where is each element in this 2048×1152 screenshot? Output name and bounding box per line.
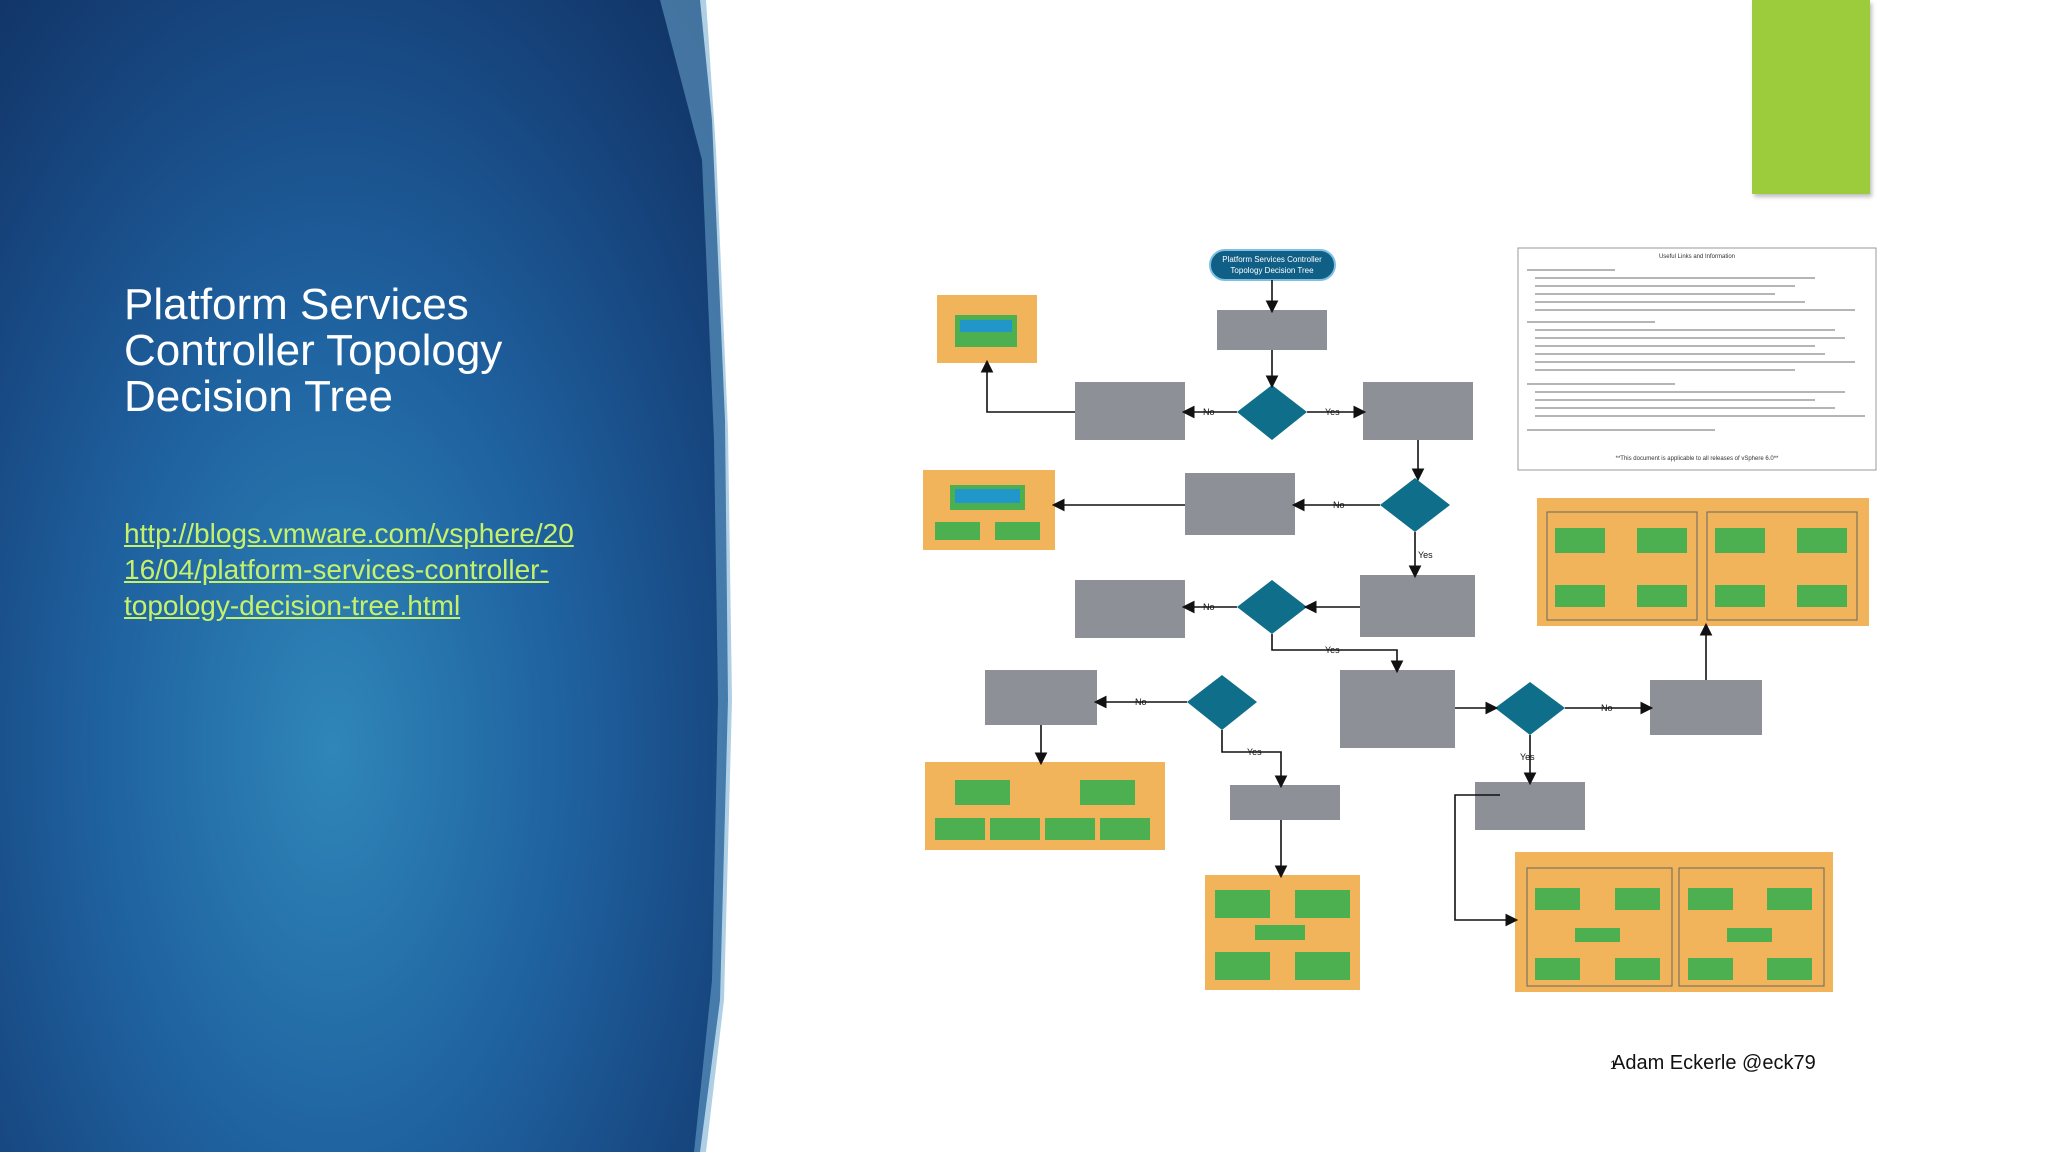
title-line: Platform Services (124, 280, 469, 329)
slide-number: 1 (1610, 1058, 1617, 1072)
footer-author: Adam Eckerle @eck79 (1612, 1052, 1816, 1074)
no-label: No (1203, 602, 1215, 612)
process-box (1360, 575, 1475, 637)
no-label: No (1601, 703, 1613, 713)
process-box (1075, 382, 1185, 440)
yes-label: Yes (1325, 407, 1340, 417)
decision-diamond (1187, 675, 1257, 730)
no-label: No (1203, 407, 1215, 417)
process-box-group (985, 310, 1762, 830)
process-box (985, 670, 1097, 725)
decision-diamond (1380, 478, 1450, 532)
process-box (1230, 785, 1340, 820)
process-box (1650, 680, 1762, 735)
title-panel (0, 0, 728, 1152)
yes-label: Yes (1418, 550, 1433, 560)
yes-label: Yes (1520, 752, 1535, 762)
link-line[interactable]: topology-decision-tree.html (124, 590, 461, 621)
decision-diamond (1237, 580, 1307, 634)
component-group (935, 315, 1858, 987)
link-line[interactable]: 16/04/platform-services-controller- (124, 554, 549, 585)
start-label: Platform Services Controller (1222, 255, 1322, 264)
decision-diamond (1237, 385, 1307, 440)
title-line: Controller Topology (124, 326, 503, 375)
yes-label: Yes (1325, 645, 1340, 655)
blog-link[interactable]: http://blogs.vmware.com/vsphere/20 16/04… (124, 516, 644, 624)
yes-label: Yes (1247, 747, 1262, 757)
slide-title: Platform Services Controller Topology De… (124, 282, 684, 420)
decision-tree-diagram: Platform Services Controller Topology De… (923, 247, 1877, 992)
process-box (1363, 382, 1473, 440)
process-box (1217, 310, 1327, 350)
no-label: No (1333, 500, 1345, 510)
process-box (1475, 782, 1585, 830)
start-label: Topology Decision Tree (1230, 266, 1314, 275)
decision-diamond (1495, 682, 1565, 735)
title-line: Decision Tree (124, 372, 394, 421)
link-line[interactable]: http://blogs.vmware.com/vsphere/20 (124, 518, 574, 549)
branch-labels: No Yes No Yes No Yes No Yes No Yes (1135, 407, 1613, 762)
process-box (1185, 473, 1295, 535)
no-label: No (1135, 697, 1147, 707)
info-title: Useful Links and Information (1659, 254, 1735, 260)
decision-group (1187, 385, 1565, 735)
process-box (1340, 670, 1455, 748)
connector-group (980, 280, 1713, 927)
info-footer: **This document is applicable to all rel… (1616, 456, 1779, 462)
info-text-lines (1527, 269, 1865, 431)
process-box (1075, 580, 1185, 638)
info-panel (1517, 247, 1877, 471)
accent-tab (1752, 0, 1870, 194)
